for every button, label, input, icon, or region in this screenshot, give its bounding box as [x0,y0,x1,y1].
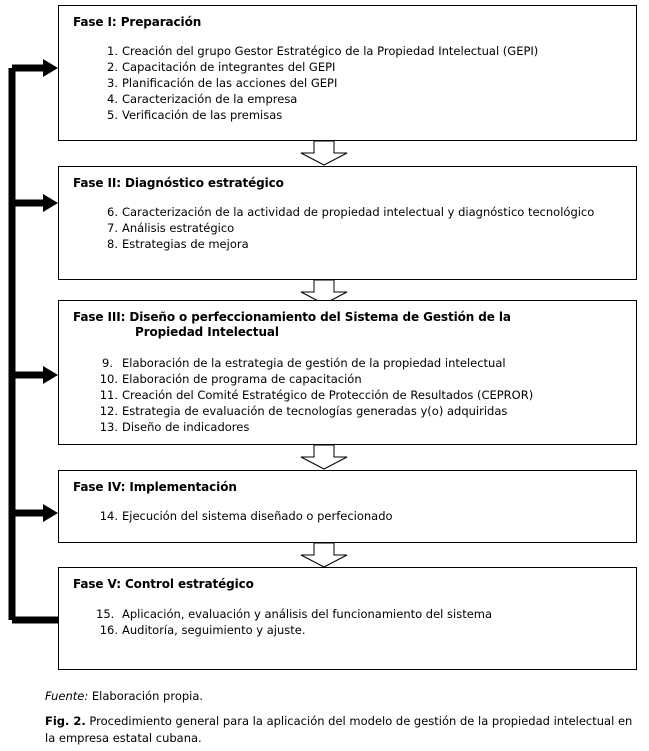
item-number: 2. [107,60,118,74]
item-number: 6. [107,205,118,219]
connector-arrow-phase4-phase5 [300,543,348,568]
item-number: 16. [99,623,118,637]
list-item: 15. Aplicación, evaluación y análisis de… [96,606,636,622]
list-item: 14. Ejecución del sistema diseñado o per… [96,508,636,524]
list-item: 9. Elaboración de la estrategia de gesti… [96,355,636,371]
phase-box-3: Fase III: Diseño o perfeccionamiento del… [58,300,637,445]
list-item: 4. Caracterización de la empresa [96,91,636,107]
connector-arrow-phase3-phase4 [300,445,348,470]
item-number: 13. [99,420,118,434]
item-text: Estrategias de mejora [122,237,249,251]
connector-arrow-phase1-phase2 [300,141,348,166]
item-text: Caracterización de la empresa [122,92,298,106]
item-number: 4. [107,92,118,106]
phase-3-title-continuation: Propiedad Intelectual [135,325,279,339]
list-item: 1. Creación del grupo Gestor Estratégico… [96,43,636,59]
list-item: 3. Planificación de las acciones del GEP… [96,75,636,91]
list-item: 6. Caracterización de la actividad de pr… [96,204,636,220]
item-text: Análisis estratégico [122,221,235,235]
phase-3-item-list: 9. Elaboración de la estrategia de gesti… [59,355,636,435]
flowchart-diagram: Fase I: Preparación 1. Creación del grup… [0,5,637,670]
figure-label: Fig. 2. [45,714,86,728]
list-item: 11. Creación del Comité Estratégico de P… [96,387,636,403]
phase-5-item-list: 15. Aplicación, evaluación y análisis de… [59,606,636,638]
item-number: 3. [107,76,118,90]
item-text: Elaboración de la estrategia de gestión … [122,356,506,370]
item-text: Auditoría, seguimiento y ajuste. [122,623,306,637]
figure-caption-text: Procedimiento general para la aplicación… [45,714,633,745]
list-item: 5. Verificación de las premisas [96,107,636,123]
list-item: 2. Capacitación de integrantes del GEPI [96,59,636,75]
item-text: Diseño de indicadores [122,420,250,434]
item-text: Ejecución del sistema diseñado o perfeci… [122,509,393,523]
item-number: 9. [102,356,113,370]
list-item: 16. Auditoría, seguimiento y ajuste. [96,622,636,638]
item-number: 14. [99,509,118,523]
phase-2-item-list: 6. Caracterización de la actividad de pr… [59,204,636,252]
item-number: 12. [99,404,118,418]
connector-arrow-phase2-phase3 [300,280,348,305]
phase-1-item-list: 1. Creación del grupo Gestor Estratégico… [59,43,636,123]
item-text: Verificación de las premisas [122,108,283,122]
feedback-loop-arrows [0,55,70,635]
item-text: Planificación de las acciones del GEPI [122,76,338,90]
source-label: Fuente: [45,689,89,703]
item-text: Aplicación, evaluación y análisis del fu… [122,607,493,621]
item-number: 15. [96,607,115,621]
phase-box-1: Fase I: Preparación 1. Creación del grup… [58,5,637,141]
item-number: 10. [99,372,118,386]
phase-box-4: Fase IV: Implementación 14. Ejecución de… [58,470,637,543]
phase-4-title-text: Fase IV: Implementación [73,480,237,494]
item-number: 5. [107,108,118,122]
source-text: Elaboración propia. [88,689,204,703]
item-number: 11. [99,388,118,402]
phase-3-title: Fase III: Diseño o perfeccionamiento del… [73,310,636,340]
item-number: 8. [107,237,118,251]
list-item: 7. Análisis estratégico [96,220,636,236]
phase-4-title: Fase IV: Implementación [73,480,636,495]
item-number: 1. [107,44,118,58]
phase-5-title-text: Fase V: Control estratégico [73,577,254,591]
item-number: 7. [107,221,118,235]
caption-block: Fuente: Elaboración propia. Fig. 2. Proc… [45,688,635,747]
phase-1-title-text: Fase I: Preparación [73,15,202,29]
list-item: 10. Elaboración de programa de capacitac… [96,371,636,387]
figure-caption: Fig. 2. Procedimiento general para la ap… [45,713,635,747]
phase-2-title-text: Fase II: Diagnóstico estratégico [73,176,284,190]
phase-1-title: Fase I: Preparación [73,15,636,30]
source-line: Fuente: Elaboración propia. [45,688,635,704]
list-item: 13. Diseño de indicadores [96,419,636,435]
item-text: Elaboración de programa de capacitación [122,372,362,386]
phase-4-item-list: 14. Ejecución del sistema diseñado o per… [59,508,636,524]
list-item: 8. Estrategias de mejora [96,236,636,252]
item-text: Estrategia de evaluación de tecnologías … [122,404,508,418]
item-text: Capacitación de integrantes del GEPI [122,60,336,74]
phase-5-title: Fase V: Control estratégico [73,577,636,592]
item-text: Creación del Comité Estratégico de Prote… [122,388,534,402]
phase-3-title-text: Fase III: Diseño o perfeccionamiento del… [73,310,511,324]
list-item: 12. Estrategia de evaluación de tecnolog… [96,403,636,419]
phase-box-2: Fase II: Diagnóstico estratégico 6. Cara… [58,166,637,280]
phase-box-5: Fase V: Control estratégico 15. Aplicaci… [58,567,637,670]
phase-2-title: Fase II: Diagnóstico estratégico [73,176,636,191]
item-text: Caracterización de la actividad de propi… [122,205,595,219]
item-text: Creación del grupo Gestor Estratégico de… [122,44,539,58]
